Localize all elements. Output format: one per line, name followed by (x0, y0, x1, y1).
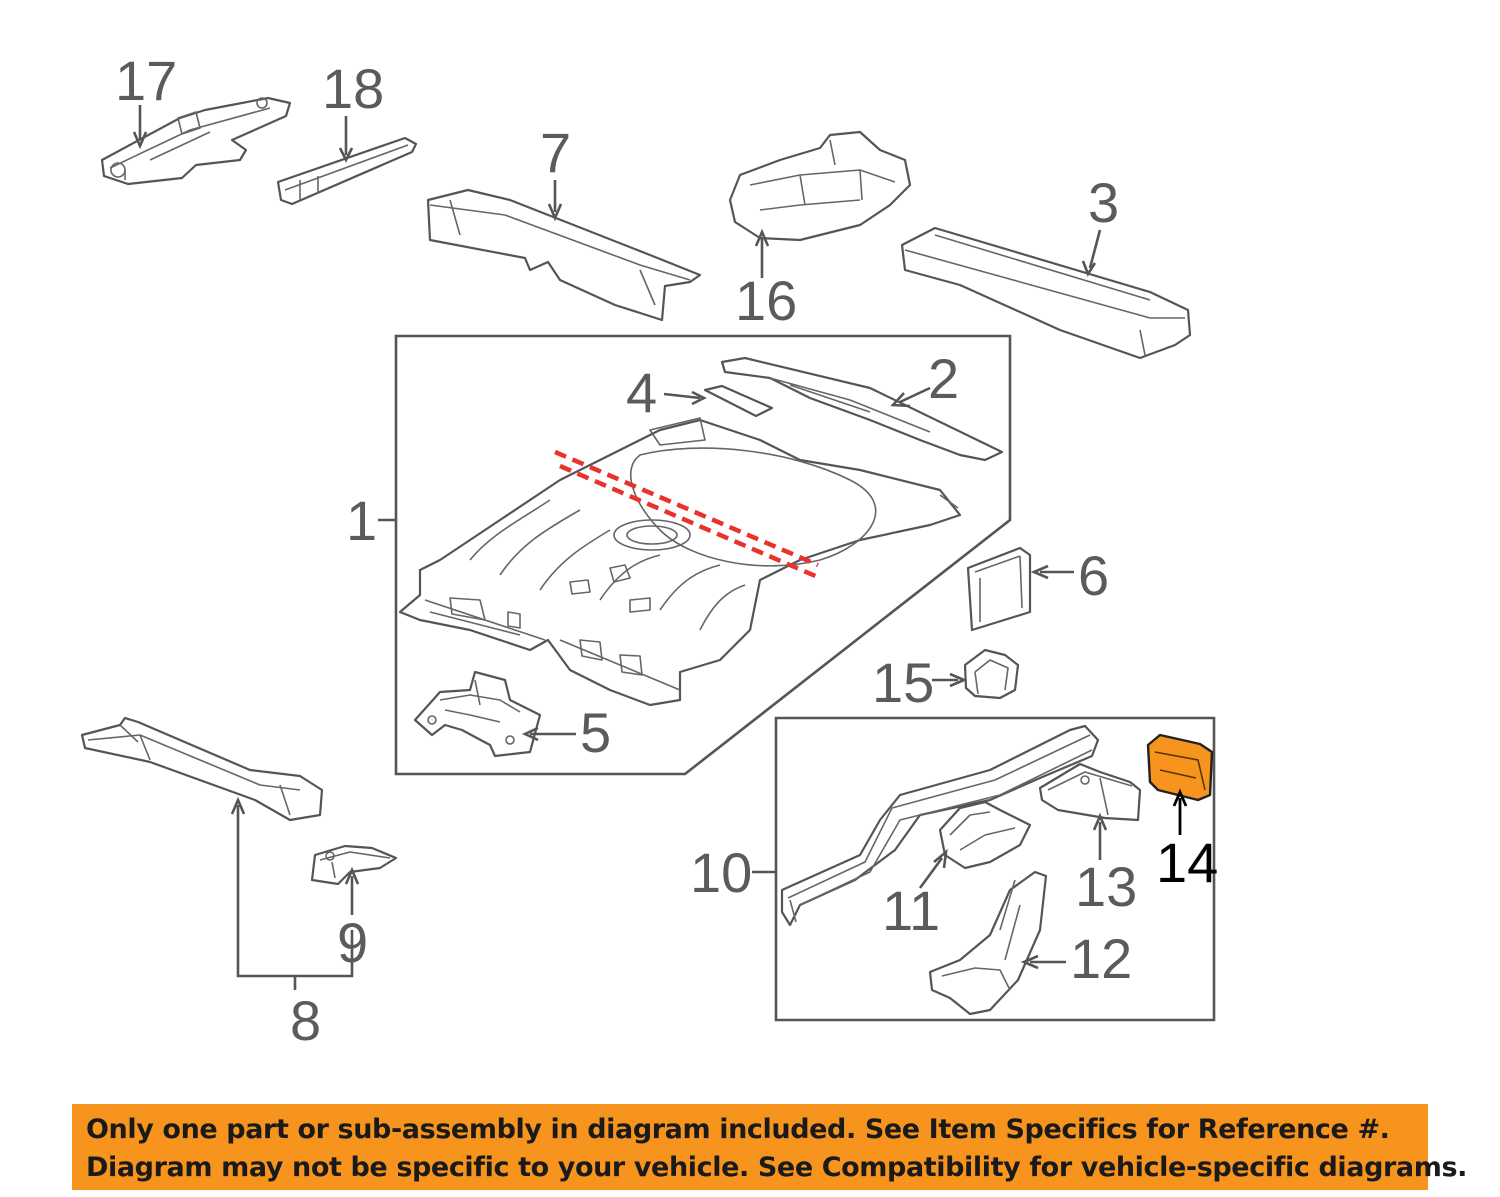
part-3-crossmember (900, 226, 1192, 360)
part-11-bracket (938, 800, 1032, 870)
callout-14: 14 (1156, 831, 1218, 894)
part-9-bracket (310, 844, 398, 886)
part-15-bracket (963, 648, 1020, 700)
part-12-brace (928, 870, 1048, 1016)
part-1-floor-pan (398, 417, 962, 707)
callout-3: 3 (1088, 171, 1119, 234)
assembly-box-10 (774, 716, 1216, 1022)
part-8-rail (80, 716, 324, 822)
part-2-reinforcement (720, 356, 1004, 462)
disclaimer-line-2: Diagram may not be specific to your vehi… (86, 1152, 1468, 1183)
leader-11 (918, 857, 944, 889)
part-6-panel (966, 546, 1032, 632)
part-13-bracket (1038, 762, 1142, 822)
callout-13: 13 (1075, 855, 1137, 918)
part-16-tray (728, 130, 912, 242)
callout-4: 4 (626, 361, 657, 424)
part-4-patch (703, 384, 774, 418)
assembly-box-1 (394, 334, 1012, 776)
callout-17: 17 (115, 49, 177, 112)
part-5-bracket (413, 670, 542, 758)
callout-11: 11 (882, 879, 940, 942)
callout-8: 8 (290, 989, 321, 1052)
callout-10: 10 (690, 841, 752, 904)
part-18-jack-handle (276, 136, 418, 206)
callout-9: 9 (337, 911, 368, 974)
disclaimer-banner: Only one part or sub-assembly in diagram… (72, 1104, 1468, 1190)
leader-4 (663, 392, 701, 400)
callout-18: 18 (322, 57, 384, 120)
part-14-highlighted (1146, 733, 1214, 802)
callout-15: 15 (872, 651, 934, 714)
section-cut-lines (554, 449, 821, 581)
leader-2 (899, 386, 931, 404)
leader-8 (236, 805, 354, 990)
callout-2: 2 (928, 347, 959, 410)
callout-1: 1 (346, 489, 377, 552)
callout-12: 12 (1070, 927, 1132, 990)
callout-7: 7 (540, 121, 571, 184)
part-7-crossmember (426, 188, 702, 322)
leader-3 (1088, 229, 1102, 269)
disclaimer-line-1: Only one part or sub-assembly in diagram… (86, 1114, 1390, 1145)
callout-16: 16 (735, 269, 797, 332)
callout-5: 5 (580, 701, 611, 764)
part-10-rail (780, 724, 1100, 927)
callout-6: 6 (1078, 544, 1109, 607)
part-17-jack (100, 96, 292, 186)
